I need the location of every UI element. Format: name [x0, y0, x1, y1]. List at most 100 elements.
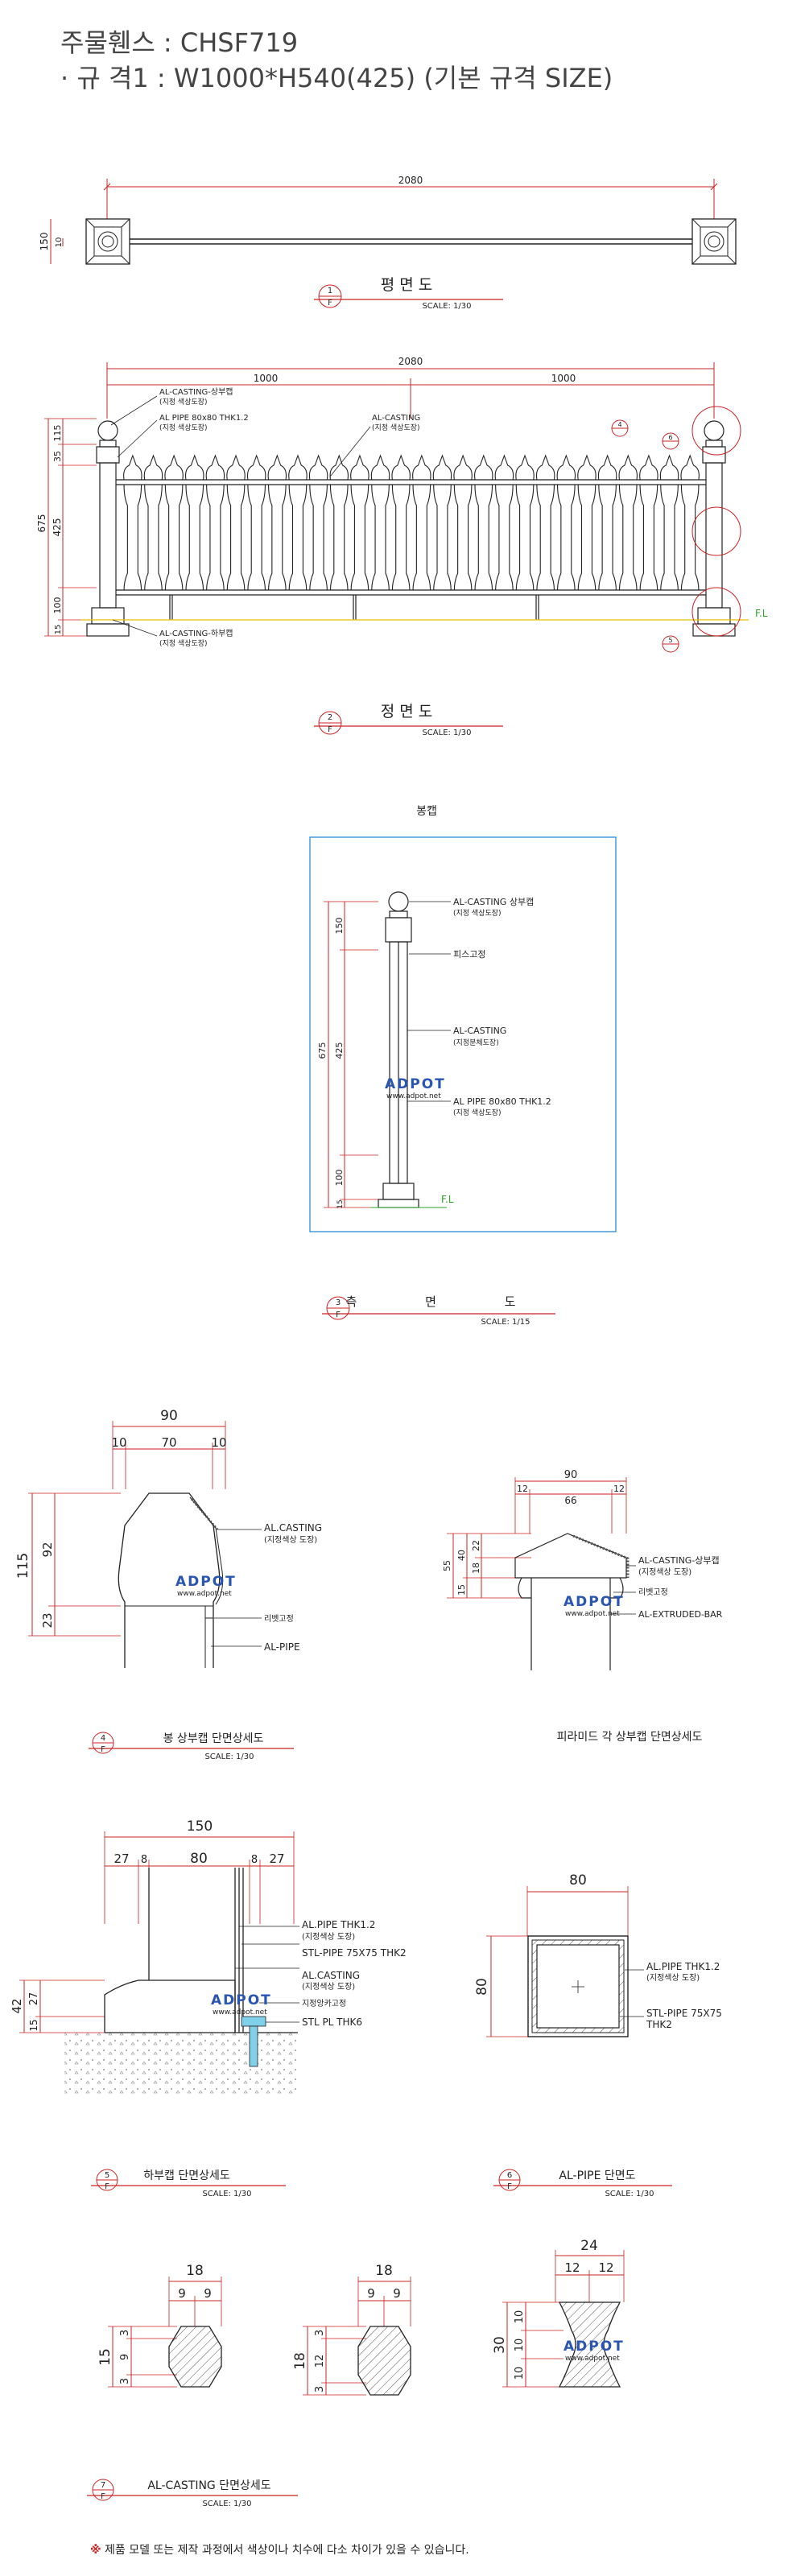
- pyr-dim-15: 15: [456, 1584, 467, 1596]
- plan-view: 2080 150 10 1 F 평 면 도 SCALE: 1/30: [39, 175, 737, 311]
- front-dim-675: 675: [36, 514, 47, 533]
- side-dim-100: 100: [334, 1170, 345, 1187]
- footnote-text: 제품 모델 또는 제작 과정에서 색상이나 치수에 다소 차이가 있을 수 있습…: [105, 2544, 469, 2557]
- detail-top-cap-section: 90 10 70 10 115 92 23 AL.CASTING (지정색상 도…: [15, 1408, 322, 1761]
- plan-callout-num: 1: [328, 287, 332, 295]
- fence-picket: [185, 484, 204, 591]
- front-floor-level: F.L: [755, 608, 768, 619]
- footnote-mark: ※: [90, 2544, 101, 2557]
- d6-title: AL-PIPE 단면도: [559, 2169, 635, 2182]
- fence-picket-finial: [246, 454, 266, 481]
- d4-callout-num: 4: [101, 1734, 105, 1743]
- side-label-pipe-note: (지정 색상도장): [453, 1108, 502, 1117]
- fence-picket-finial: [639, 454, 658, 481]
- d5-label-plate: STL PL THK6: [302, 2017, 362, 2028]
- d5-scale: SCALE: 1/30: [202, 2190, 251, 2198]
- d7-title: AL-CASTING 단면상세도: [147, 2479, 270, 2492]
- d4-callout-sheet: F: [101, 1745, 105, 1754]
- d6-label-pipe-note: (지정색상 도장): [646, 1973, 700, 1983]
- fence-picket: [268, 484, 287, 591]
- fence-picket-finial: [308, 454, 328, 481]
- fence-picket: [391, 484, 411, 591]
- front-label-casting: AL-CASTING: [372, 414, 420, 423]
- d7-scale: SCALE: 1/30: [202, 2500, 251, 2508]
- fence-picket: [226, 484, 246, 591]
- fence-picket: [164, 484, 184, 591]
- d4-dim-70: 70: [161, 1435, 176, 1450]
- detail-al-casting-section: 18 9 9 15 3 9 3 18 9 9 18 3 12 3 24 12: [87, 2238, 625, 2508]
- footnote: ※ 제품 모델 또는 제작 과정에서 색상이나 치수에 다소 차이가 있을 수 …: [90, 2544, 469, 2557]
- detail-al-pipe-section: 80 80 AL.PIPE THK1.2 (지정색상 도장) STL-PIPE …: [474, 1872, 722, 2198]
- d7a-dim-18: 18: [186, 2263, 204, 2279]
- pyr-watermark: ADPOT: [564, 1594, 625, 1610]
- d5-label-pipe-note: (지정색상 도장): [302, 1932, 355, 1942]
- front-label-pipe-note: (지정 색상도장): [159, 423, 208, 432]
- d7b-dim-18a: 18: [375, 2263, 393, 2279]
- front-dim-100: 100: [52, 597, 63, 614]
- fence-picket: [557, 484, 576, 591]
- fence-picket-finial: [597, 454, 617, 481]
- front-callout-num: 2: [328, 713, 332, 722]
- fence-pickets: [123, 454, 700, 591]
- d5-callout-sheet: F: [105, 2182, 109, 2191]
- d4-label-pipe: AL-PIPE: [264, 1641, 300, 1653]
- pyr-dim-18: 18: [471, 1563, 481, 1574]
- side-callout-sheet: F: [336, 1311, 341, 1319]
- d4-watermark: ADPOT: [175, 1574, 237, 1590]
- pyr-label-rivet: 리벳고정: [638, 1587, 668, 1597]
- d5-label-pipe: AL.PIPE THK1.2: [302, 1919, 375, 1930]
- d6-dim-80b: 80: [474, 1978, 490, 1996]
- product-title: 주물휀스 : CHSF719: [60, 27, 299, 58]
- d4-title: 봉 상부캡 단면상세도: [163, 1732, 264, 1745]
- d5-label-casting: AL.CASTING: [302, 1970, 360, 1981]
- fence-picket-finial: [288, 454, 308, 481]
- d7b-dim-9b: 9: [393, 2286, 401, 2301]
- pyr-label-cap: AL-CASTING-상부캡: [638, 1555, 720, 1566]
- d7a-dim-15: 15: [97, 2348, 114, 2366]
- d5-label-casting-note: (지정색상 도장): [302, 1982, 355, 1992]
- front-dim-425: 425: [52, 518, 63, 537]
- plan-scale: SCALE: 1/30: [422, 302, 471, 311]
- d7-watermark-url: www.adpot.net: [565, 2355, 620, 2363]
- front-title: 정 면 도: [381, 703, 433, 720]
- fence-picket-finial: [680, 454, 700, 481]
- pyr-label-cap-note: (지정색상 도장): [638, 1567, 691, 1577]
- fence-picket: [474, 484, 493, 591]
- d7c-dim-10b: 10: [514, 2339, 526, 2352]
- d7b-dim-9a: 9: [367, 2286, 375, 2301]
- side-dim-15: 15: [336, 1199, 345, 1208]
- fence-picket-finial: [123, 454, 142, 481]
- fence-picket: [618, 484, 638, 591]
- fence-picket-finial: [474, 454, 493, 481]
- d7c-dim-30: 30: [492, 2336, 508, 2354]
- fence-picket-finial: [370, 454, 390, 481]
- d5-dim-15: 15: [28, 2019, 39, 2031]
- pyr-dim-22: 22: [471, 1540, 481, 1551]
- plan-dim-10: 10: [55, 237, 64, 248]
- d7b-dim-3a: 3: [314, 2330, 326, 2336]
- pyr-dim-55: 55: [442, 1560, 452, 1571]
- fence-picket: [433, 484, 452, 591]
- pyr-dim-12a: 12: [517, 1484, 528, 1494]
- fence-picket: [598, 484, 617, 591]
- fence-picket: [536, 484, 555, 591]
- d7a-dim-3a: 3: [119, 2330, 131, 2336]
- d7c-dim-12b: 12: [598, 2260, 613, 2275]
- front-dim-left: 1000: [254, 373, 279, 384]
- front-callout-5: 5: [668, 637, 672, 644]
- d4-dim-92: 92: [40, 1542, 55, 1557]
- plan-dim-total: 2080: [398, 175, 423, 186]
- front-dim-right: 1000: [551, 373, 576, 384]
- d6-label-stl: STL-PIPE 75X75: [646, 2008, 722, 2019]
- d7-watermark: ADPOT: [564, 2339, 625, 2355]
- fence-picket-finial: [494, 454, 514, 481]
- front-label-bottom-cap-note: (지정 색상도장): [159, 639, 208, 648]
- front-dim-35: 35: [52, 451, 63, 462]
- d5-dim-42: 42: [10, 1998, 24, 2013]
- pyr-title: 피라미드 각 상부캡 단면상세도: [557, 1731, 703, 1744]
- product-spec: · 규 격1 : W1000*H540(425) (기본 규격 SIZE): [60, 63, 613, 93]
- d4-scale: SCALE: 1/30: [204, 1752, 254, 1761]
- d5-dim-8a: 8: [141, 1854, 147, 1866]
- plan-title: 평 면 도: [381, 276, 433, 294]
